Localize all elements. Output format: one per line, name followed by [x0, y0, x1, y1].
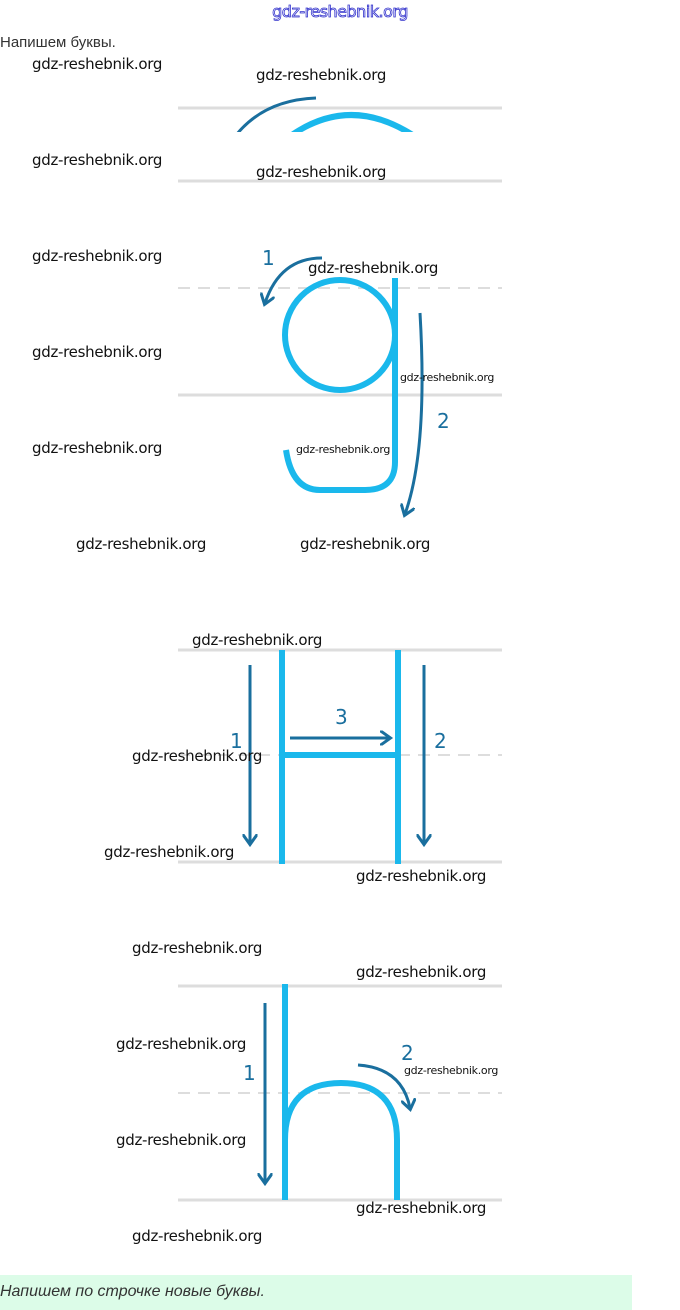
- stroke-number: 2: [434, 729, 447, 753]
- watermark: gdz-reshebnik.org: [32, 151, 163, 169]
- watermark: gdz-reshebnik.org: [32, 247, 163, 265]
- section-heading: Напишем буквы.: [0, 34, 116, 51]
- stroke-number: 1: [243, 1061, 256, 1085]
- watermark: gdz-reshebnik.org: [32, 55, 163, 73]
- stroke-number: 1: [262, 246, 275, 270]
- watermark: gdz-reshebnik.org: [132, 939, 263, 957]
- task-banner: Напишем по строчке новые буквы.: [0, 1275, 632, 1310]
- letter-g-panel: 1 2: [178, 246, 502, 514]
- watermark: gdz-reshebnik.org: [116, 1131, 247, 1149]
- watermark: gdz-reshebnik.org: [104, 843, 235, 861]
- watermark: gdz-reshebnik.org: [356, 867, 487, 885]
- letter-h-panel: 1 2: [178, 984, 502, 1202]
- letter-H-panel: 1 2 3: [178, 648, 502, 864]
- watermark: gdz-reshebnik.org: [300, 535, 431, 553]
- watermark: gdz-reshebnik.org: [404, 1064, 499, 1077]
- stroke-number: 2: [401, 1041, 414, 1065]
- watermark: gdz-reshebnik.org: [32, 343, 163, 361]
- watermark: gdz-reshebnik.org: [32, 439, 163, 457]
- watermark: gdz-reshebnik.org: [192, 631, 323, 649]
- stroke-number: 1: [230, 729, 243, 753]
- task-text: Напишем по строчке новые буквы.: [0, 1283, 265, 1300]
- watermark: gdz-reshebnik.org: [116, 1035, 247, 1053]
- stroke-number: 2: [437, 409, 450, 433]
- watermark: gdz-reshebnik.org: [256, 163, 387, 181]
- watermark: gdz-reshebnik.org: [296, 443, 391, 456]
- watermark: gdz-reshebnik.org: [356, 963, 487, 981]
- stroke-number: 3: [335, 705, 348, 729]
- watermark: gdz-reshebnik.org: [308, 259, 439, 277]
- watermark: gdz-reshebnik.org: [400, 371, 495, 384]
- watermark: gdz-reshebnik.org: [356, 1199, 487, 1217]
- watermark: gdz-reshebnik.org: [132, 747, 263, 765]
- site-label[interactable]: gdz-reshebnik.org: [272, 2, 409, 22]
- watermark: gdz-reshebnik.org: [76, 535, 207, 553]
- watermark: gdz-reshebnik.org: [132, 1227, 263, 1245]
- watermark: gdz-reshebnik.org: [256, 66, 387, 84]
- letter-fragment-panel: [178, 96, 502, 183]
